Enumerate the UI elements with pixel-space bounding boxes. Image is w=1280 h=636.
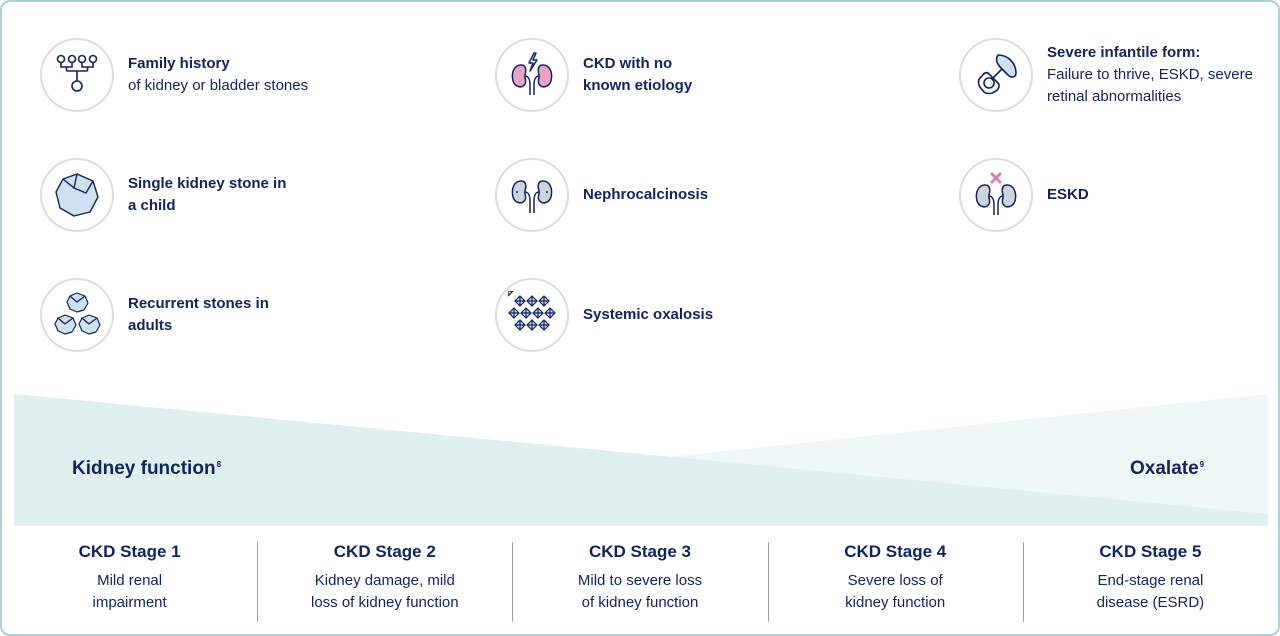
indicator-subtitle: Failure to thrive, ESKD, severe retinal … bbox=[1047, 66, 1253, 105]
stage-description: Kidney damage, mild loss of kidney funct… bbox=[311, 572, 459, 611]
icon-circle bbox=[40, 158, 114, 232]
single-stone-icon bbox=[55, 173, 99, 217]
indicator-title: Family history bbox=[128, 55, 230, 72]
ckd-stage-4: CKD Stage 4 Severe loss of kidney functi… bbox=[767, 538, 1023, 628]
stage-title: CKD Stage 4 bbox=[844, 542, 947, 561]
icon-circle bbox=[495, 158, 569, 232]
ckd-stage-2: CKD Stage 2 Kidney damage, mild loss of … bbox=[257, 538, 512, 628]
indicator-title: Systemic oxalosis bbox=[583, 306, 714, 323]
family-tree-icon bbox=[56, 54, 98, 92]
stage-title: CKD Stage 2 bbox=[333, 542, 436, 561]
oxalate-label: Oxalate9 bbox=[1130, 458, 1205, 479]
stage-title: CKD Stage 5 bbox=[1099, 542, 1202, 561]
icon-circle bbox=[40, 278, 114, 352]
ckd-stages: CKD Stage 1 Mild renal impairment CKD St… bbox=[2, 538, 1278, 628]
kidney-icon bbox=[511, 180, 553, 213]
indicator-recurrent-stones: Recurrent stones in adults bbox=[40, 278, 298, 352]
stage-description: Mild to severe loss of kidney function bbox=[577, 572, 703, 611]
kidney-lightning-icon bbox=[511, 52, 553, 95]
indicator-title: Recurrent stones in adults bbox=[128, 295, 269, 334]
stage-description: Severe loss of kidney function bbox=[845, 572, 946, 611]
icon-circle bbox=[959, 38, 1033, 112]
indicator-nephrocalcinosis: Nephrocalcinosis bbox=[495, 158, 708, 232]
multiple-stones-icon bbox=[54, 292, 101, 335]
indicator-title: ESKD bbox=[1047, 186, 1089, 203]
pacifier-icon bbox=[977, 54, 1017, 95]
kidney-function-reference: 8 bbox=[216, 459, 222, 469]
kidney-cross-icon bbox=[975, 172, 1017, 215]
function-oxalate-wedges bbox=[14, 394, 1268, 526]
indicator-single-stone: Single kidney stone in a child bbox=[40, 158, 298, 232]
stage-title: CKD Stage 1 bbox=[78, 542, 181, 561]
indicator-title: Single kidney stone in a child bbox=[128, 175, 287, 214]
kidney-function-wedge bbox=[14, 394, 1268, 526]
oxalate-reference: 9 bbox=[1199, 459, 1205, 469]
stage-description: Mild renal impairment bbox=[92, 572, 167, 611]
kidney-function-label: Kidney function8 bbox=[72, 458, 222, 479]
ckd-stage-3: CKD Stage 3 Mild to severe loss of kidne… bbox=[512, 538, 767, 628]
indicator-title: CKD with no known etiology bbox=[583, 55, 693, 94]
indicator-title: Nephrocalcinosis bbox=[583, 186, 709, 203]
indicator-family-history: Family history of kidney or bladder ston… bbox=[40, 38, 308, 112]
indicator-severe-infantile: Severe infantile form: Failure to thrive… bbox=[959, 38, 1257, 112]
crystals-icon bbox=[508, 291, 556, 331]
stage-title: CKD Stage 3 bbox=[588, 542, 692, 561]
indicator-ckd-no-etiology: CKD with no known etiology bbox=[495, 38, 713, 112]
ckd-stage-5: CKD Stage 5 End-stage renal disease (ESR… bbox=[1022, 538, 1278, 628]
icon-circle bbox=[959, 158, 1033, 232]
stage-description: End-stage renal disease (ESRD) bbox=[1096, 572, 1205, 611]
icon-circle bbox=[495, 38, 569, 112]
indicator-subtitle: of kidney or bladder stones bbox=[128, 77, 309, 94]
indicator-systemic-oxalosis: Systemic oxalosis bbox=[495, 278, 713, 352]
icon-circle bbox=[40, 38, 114, 112]
indicator-title: Severe infantile form: bbox=[1047, 44, 1201, 61]
ckd-stage-1: CKD Stage 1 Mild renal impairment bbox=[2, 538, 257, 628]
indicator-eskd: ESKD bbox=[959, 158, 1089, 232]
icon-circle bbox=[495, 278, 569, 352]
